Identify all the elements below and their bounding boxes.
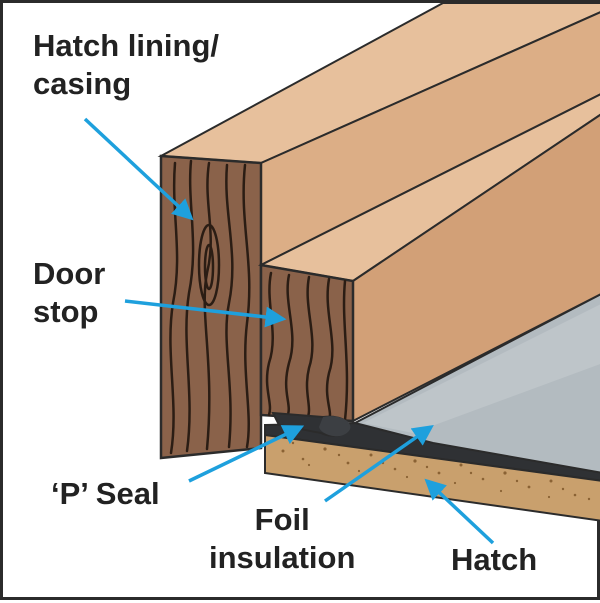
lining-arrow [83,117,194,221]
label-line: insulation [209,540,356,575]
hatch-cross-section-illustration [83,3,600,545]
p-seal-bulb [319,416,351,437]
hatch-board [264,433,600,522]
seal-arrow [188,425,305,483]
p-seal-label: ‘P’ Seal [51,476,160,511]
door-stop-end-grain [259,263,355,423]
door-stop-wood-grain [265,271,349,422]
hatch-arrow [424,478,495,545]
door-stop-label: Door stop [33,255,105,331]
label-line: Door [33,256,106,291]
hatch-board-speckles [281,441,591,501]
hatch-label: Hatch [451,542,538,577]
label-line: stop [33,294,99,329]
leader-arrows [83,117,495,545]
foil-insulation-highlight [363,304,600,433]
label-line: Hatch lining/ [33,28,219,63]
label-line: Foil [254,502,310,537]
foil-arrow [323,424,434,503]
door-stop-arrow [124,299,287,328]
label-line: casing [33,66,132,101]
hatch-lining-casing-label: Hatch lining/ casing [33,27,219,103]
foil-insulation-label: Foil insulation [209,501,355,577]
